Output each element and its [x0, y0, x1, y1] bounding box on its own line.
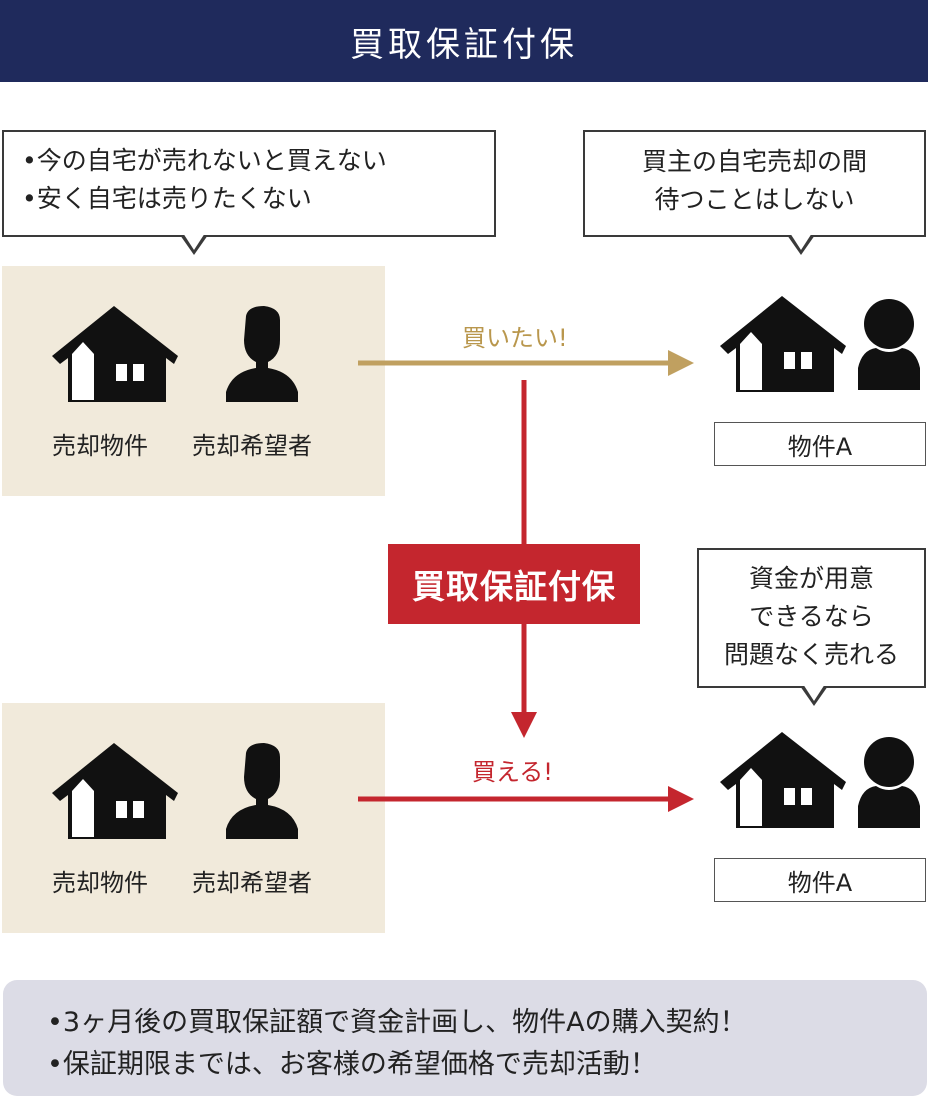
property-a-label: 物件A	[714, 422, 926, 466]
seller-panel-top: 売却物件 売却希望者	[2, 266, 385, 496]
person-icon	[226, 743, 298, 839]
bubble-tail	[787, 233, 815, 255]
person-icon	[858, 299, 920, 390]
bubble-tail	[800, 684, 828, 706]
seller-bubble-line: •安く自宅は売りたくない	[22, 184, 312, 213]
person-icon	[226, 306, 298, 402]
diagram-title: 買取保証付保	[0, 0, 928, 82]
buyer-speech-bubble: 買主の自宅売却の間 待つことはしない	[583, 130, 926, 255]
buyer-after-speech-bubble: 資金が用意 できるなら 問題なく売れる	[697, 548, 926, 706]
buyer-after-bubble-line: 資金が用意	[748, 564, 874, 593]
buyer-after-bubble-line: 問題なく売れる	[723, 640, 899, 669]
seller-caption: 売却希望者	[192, 869, 312, 897]
property-a-label: 物件A	[714, 858, 926, 902]
summary-line: •3ヶ月後の買取保証額で資金計画し、物件Aの購入契約！	[47, 1007, 747, 1038]
property-caption: 売却物件	[52, 869, 148, 897]
bubble-tail	[180, 233, 208, 255]
house-icon	[52, 743, 178, 839]
buy-arrow-label: 買いたい!	[462, 324, 568, 352]
buyer-after-bubble-line: できるなら	[749, 602, 874, 631]
seller-speech-bubble: •今の自宅が売れないと買えない •安く自宅は売りたくない	[2, 130, 496, 255]
house-icon	[720, 296, 846, 392]
can-buy-arrow-head	[668, 786, 694, 812]
summary-line: •保証期限までは、お客様の希望価格で売却活動！	[47, 1049, 657, 1080]
guarantee-arrow-head	[511, 712, 537, 738]
seller-caption: 売却希望者	[192, 432, 312, 460]
house-icon	[720, 732, 846, 828]
person-icon	[858, 737, 920, 828]
property-caption: 売却物件	[52, 432, 148, 460]
seller-panel-bottom: 売却物件 売却希望者	[2, 703, 385, 933]
buyer-bubble-line: 買主の自宅売却の間	[641, 147, 867, 176]
buy-arrow-head	[668, 350, 694, 376]
seller-bubble-line: •今の自宅が売れないと買えない	[22, 146, 387, 175]
guarantee-badge: 買取保証付保	[388, 544, 640, 624]
house-icon	[52, 306, 178, 402]
summary-box: •3ヶ月後の買取保証額で資金計画し、物件Aの購入契約！ •保証期限までは、お客様…	[3, 980, 927, 1096]
can-buy-arrow-label: 買える!	[472, 758, 553, 786]
buyer-bubble-line: 待つことはしない	[654, 185, 855, 214]
